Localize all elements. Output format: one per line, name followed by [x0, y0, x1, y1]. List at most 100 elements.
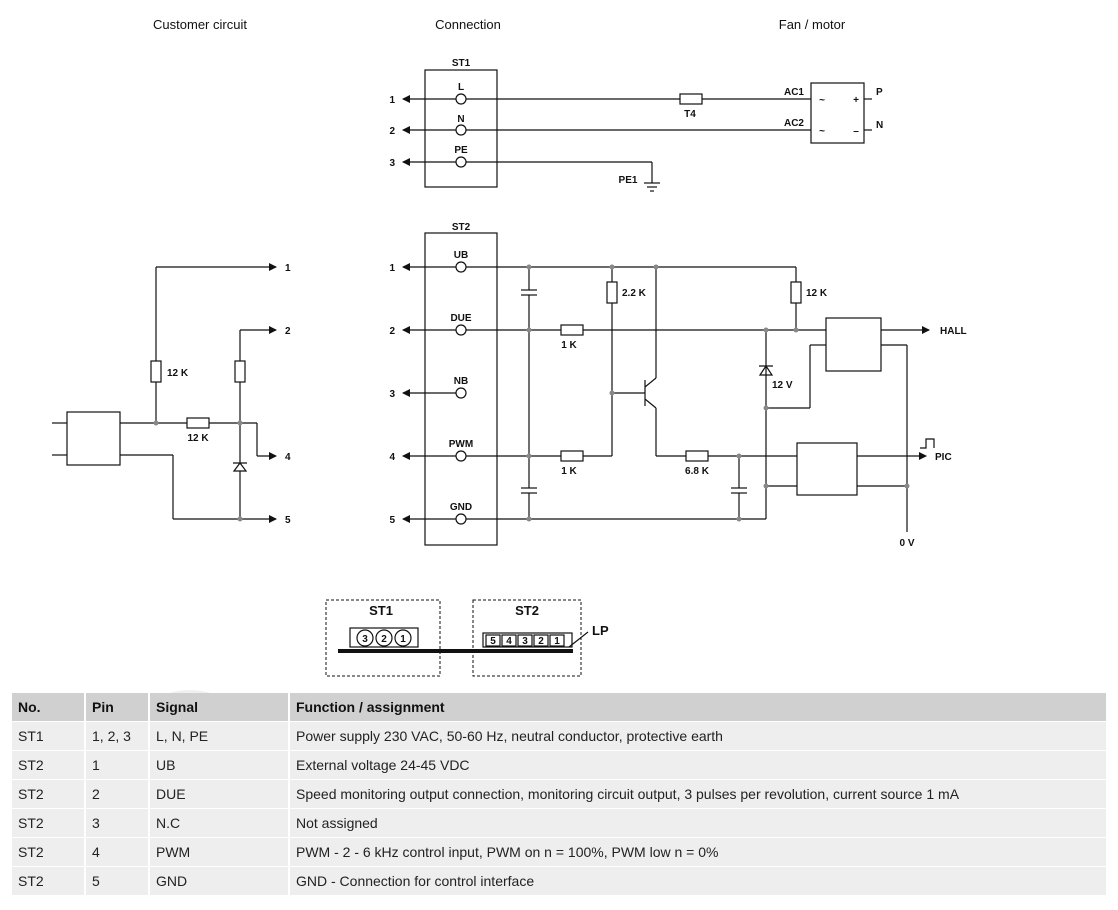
- optocoupler-pic: [796, 442, 858, 496]
- st2-terminal-block: ST2 UB DUE NB PWM GND 1 2 3 4 5: [389, 222, 498, 546]
- connector-st2-label: ST2: [515, 603, 539, 618]
- st1-connector-pin-1: 1: [400, 634, 406, 645]
- st2-pin-nb: NB: [454, 376, 468, 387]
- rectifier-tilde-2: ~: [819, 126, 825, 137]
- st2-connector-pin-3: 3: [522, 636, 528, 647]
- customer-out-1: 1: [285, 263, 291, 274]
- resistor-2-2k-label: 2.2 K: [622, 288, 647, 299]
- col-no: No.: [12, 693, 84, 722]
- table-row: ST2 2 DUE Speed monitoring output connec…: [12, 780, 1106, 809]
- cell-signal: L, N, PE: [148, 722, 288, 751]
- cell-signal: N.C: [148, 809, 288, 838]
- cell-signal: DUE: [148, 780, 288, 809]
- st1-connector-pin-2: 2: [381, 634, 387, 645]
- customer-led-icon: [232, 462, 248, 472]
- resistor-1k-pwm-label: 1 K: [561, 466, 577, 477]
- pin-assignment-table: No. Pin Signal Function / assignment ST1…: [12, 693, 1106, 896]
- st1-number-2: 2: [389, 126, 395, 137]
- customer-r12k-horizontal-label: 12 K: [187, 433, 209, 444]
- lp-label: LP: [592, 623, 609, 638]
- cell-pin: 1: [84, 751, 148, 780]
- header-customer-circuit: Customer circuit: [153, 17, 247, 32]
- connector-st1-label: ST1: [369, 603, 393, 618]
- customer-resistor-12k-vertical: [150, 360, 162, 383]
- table-row: ST2 4 PWM PWM - 2 - 6 kHz control input,…: [12, 838, 1106, 867]
- customer-circuit: 12 K 12 K 1 2 4 5: [52, 263, 291, 526]
- connector-drawing: ST1 ST2 3 2 1 5 4 3 2 1 LP: [325, 599, 609, 677]
- cell-no: ST1: [12, 722, 84, 751]
- cell-function: Power supply 230 VAC, 50-60 Hz, neutral …: [288, 722, 1106, 751]
- zener-diode: [758, 364, 774, 376]
- power-wiring: T4 AC1 AC2 PE1: [466, 87, 811, 192]
- st1-terminal-block: ST1 L N PE 1 2 3: [389, 58, 498, 188]
- cell-no: ST2: [12, 780, 84, 809]
- table-row: ST2 5 GND GND - Connection for control i…: [12, 867, 1106, 896]
- table-header-row: No. Pin Signal Function / assignment: [12, 693, 1106, 722]
- ac2-label: AC2: [784, 118, 804, 129]
- cell-pin: 1, 2, 3: [84, 722, 148, 751]
- customer-out-4: 4: [285, 452, 291, 463]
- ac1-label: AC1: [784, 87, 804, 98]
- pulse-icon: [920, 438, 935, 449]
- st2-number-4: 4: [389, 452, 395, 463]
- st2-control-circuit: 2.2 K 12 K 1 K 1 K 6.8 K: [466, 264, 967, 549]
- st2-pin-gnd: GND: [450, 502, 472, 513]
- table-row: ST2 3 N.C Not assigned: [12, 809, 1106, 838]
- rectifier-tilde-1: ~: [819, 95, 825, 106]
- cell-no: ST2: [12, 809, 84, 838]
- st1-pin-n: N: [457, 114, 464, 125]
- resistor-6-8k: [685, 450, 709, 462]
- cell-no: ST2: [12, 838, 84, 867]
- col-signal: Signal: [148, 693, 288, 722]
- output-p-label: P: [876, 87, 883, 98]
- resistor-1k-due-label: 1 K: [561, 340, 577, 351]
- output-n-label: N: [876, 120, 883, 131]
- cell-no: ST2: [12, 751, 84, 780]
- st2-connector-pin-4: 4: [506, 636, 512, 647]
- customer-resistor-12k-horizontal: [186, 417, 210, 429]
- customer-optocoupler: [66, 411, 121, 466]
- optocoupler-hall: [825, 317, 882, 372]
- header-fan-motor: Fan / motor: [779, 17, 846, 32]
- pe1-label: PE1: [619, 175, 638, 186]
- resistor-6-8k-label: 6.8 K: [685, 466, 710, 477]
- cell-pin: 5: [84, 867, 148, 896]
- st1-connector-pin-3: 3: [362, 634, 368, 645]
- st2-connector-pin-2: 2: [538, 636, 544, 647]
- rectifier-plus: +: [853, 95, 859, 106]
- pic-label: PIC: [935, 452, 952, 463]
- st2-pin-pwm: PWM: [449, 439, 473, 450]
- customer-out-2: 2: [285, 326, 291, 337]
- cell-no: ST2: [12, 867, 84, 896]
- cell-function: Speed monitoring output connection, moni…: [288, 780, 1106, 809]
- cell-function: GND - Connection for control interface: [288, 867, 1106, 896]
- st1-pin-l: L: [458, 82, 464, 93]
- resistor-1k-due: [560, 324, 584, 336]
- customer-out-5: 5: [285, 515, 291, 526]
- cell-function: PWM - 2 - 6 kHz control input, PWM on n …: [288, 838, 1106, 867]
- st2-number-5: 5: [389, 515, 395, 526]
- motor-rectifier-box: ~ ~ + – P N: [810, 82, 883, 144]
- st2-number-1: 1: [389, 263, 395, 274]
- cell-pin: 3: [84, 809, 148, 838]
- st1-title: ST1: [452, 58, 471, 69]
- st2-number-2: 2: [389, 326, 395, 337]
- st2-title: ST2: [452, 222, 471, 233]
- st1-number-3: 3: [389, 158, 395, 169]
- resistor-12k-right-label: 12 K: [806, 288, 828, 299]
- cell-pin: 2: [84, 780, 148, 809]
- customer-r12k-vertical-label: 12 K: [167, 368, 189, 379]
- resistor-2-2k: [606, 281, 618, 304]
- st2-pin-ub: UB: [454, 250, 468, 261]
- rectifier-minus: –: [853, 126, 859, 137]
- customer-resistor-top: [234, 360, 246, 383]
- cell-pin: 4: [84, 838, 148, 867]
- hall-label: HALL: [940, 326, 967, 337]
- cell-function: Not assigned: [288, 809, 1106, 838]
- col-function: Function / assignment: [288, 693, 1106, 722]
- table-row: ST1 1, 2, 3 L, N, PE Power supply 230 VA…: [12, 722, 1106, 751]
- cell-signal: GND: [148, 867, 288, 896]
- st2-connector-pin-1: 1: [554, 636, 560, 647]
- cell-function: External voltage 24-45 VDC: [288, 751, 1106, 780]
- zener-label: 12 V: [772, 380, 793, 391]
